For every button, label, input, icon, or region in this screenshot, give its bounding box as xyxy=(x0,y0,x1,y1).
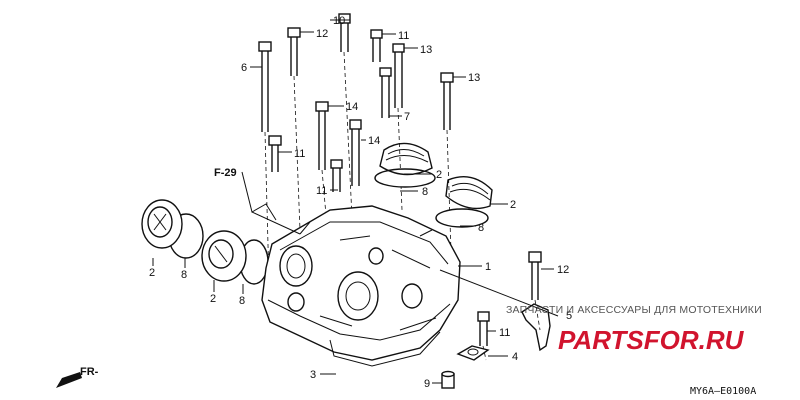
callout-11: 11 xyxy=(398,30,409,42)
callout-3: 3 xyxy=(310,369,316,381)
callout-1: 1 xyxy=(485,261,491,273)
callout-7: 7 xyxy=(404,111,410,123)
watermark: ЗАПЧАСТИ И АКСЕССУАРЫ ДЛЯ МОТОТЕХНИКИ PA… xyxy=(506,304,762,355)
callout-2: 2 xyxy=(149,267,155,279)
cap-2-left xyxy=(141,199,204,259)
front-arrow: FR- xyxy=(56,366,99,388)
callout-8: 8 xyxy=(239,295,245,307)
callout-8: 8 xyxy=(422,186,428,198)
callout-13: 13 xyxy=(468,72,480,84)
bolt-13-top xyxy=(392,43,405,108)
bolt-10 xyxy=(338,13,351,52)
bolt-14-left xyxy=(315,101,329,170)
callout-2: 2 xyxy=(210,293,216,305)
callout-12: 12 xyxy=(316,28,328,40)
callout-labels: 10 12 11 13 6 13 14 7 14 11 2 11 8 2 8 1… xyxy=(149,15,572,390)
bolt-12-right xyxy=(528,251,542,300)
callout-14: 14 xyxy=(346,101,358,113)
watermark-logo: PARTSFOR.RU xyxy=(558,325,745,355)
ref-code-label: F-29 xyxy=(214,167,237,179)
hose-joint-5 xyxy=(521,303,551,352)
callout-9: 9 xyxy=(424,378,430,390)
bolt-12-top xyxy=(287,27,301,76)
callout-2: 2 xyxy=(510,199,516,211)
callout-11: 11 xyxy=(316,185,327,197)
callout-11: 11 xyxy=(499,327,510,339)
callout-6: 6 xyxy=(241,62,247,74)
callout-8: 8 xyxy=(181,269,187,281)
bracket-3 xyxy=(329,331,441,367)
bolt-11-left xyxy=(268,135,282,172)
callout-8: 8 xyxy=(478,222,484,234)
ref-f29: F-29 xyxy=(214,167,301,235)
callout-12: 12 xyxy=(557,264,569,276)
leader-lines xyxy=(152,19,559,384)
figure-code: MY6A–E0100A xyxy=(690,386,756,397)
callout-2: 2 xyxy=(436,169,442,181)
callout-5: 5 xyxy=(566,310,572,322)
callout-13: 13 xyxy=(420,44,432,56)
callout-11: 11 xyxy=(294,148,305,160)
watermark-text: ЗАПЧАСТИ И АКСЕССУАРЫ ДЛЯ МОТОТЕХНИКИ xyxy=(506,304,762,316)
cap-2-mid xyxy=(201,230,269,285)
bolt-11-center xyxy=(330,159,343,192)
bolt-6 xyxy=(258,41,272,132)
bolt-14-mid xyxy=(349,119,362,186)
bolt-13-right xyxy=(440,72,454,130)
callout-4: 4 xyxy=(512,351,518,363)
callout-14: 14 xyxy=(368,135,380,147)
bolt-11-bottom xyxy=(477,311,490,346)
grommet-2-top xyxy=(374,142,436,188)
bolt-7 xyxy=(379,67,392,118)
front-label: FR- xyxy=(80,366,99,378)
cap-9 xyxy=(441,370,455,389)
bolt-11-top xyxy=(370,29,383,62)
grommet-2-right xyxy=(435,176,493,228)
callout-10: 10 xyxy=(333,15,345,27)
cylinder-head-cover xyxy=(261,205,461,361)
plate-4 xyxy=(456,345,490,361)
